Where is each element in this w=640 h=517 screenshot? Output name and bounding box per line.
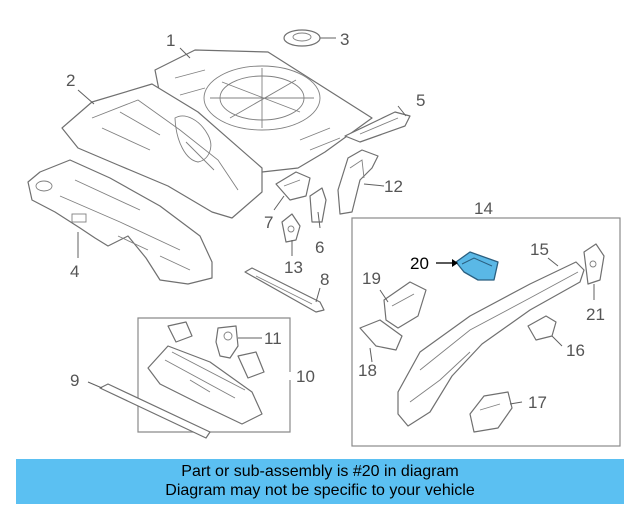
callout-19: 19 [362, 269, 381, 288]
callout-3: 3 [340, 30, 349, 49]
callout-17: 17 [528, 393, 547, 412]
callout-6: 6 [315, 238, 324, 257]
part-6-bracket [309, 187, 327, 223]
leader-lines [77, 37, 595, 405]
part-13-plate [281, 213, 301, 243]
part-15-side-member [397, 261, 585, 427]
group-10-frame [137, 317, 291, 433]
callout-18: 18 [358, 361, 377, 380]
banner-line-disclaimer: Diagram may not be specific to your vehi… [165, 482, 475, 499]
callout-4: 4 [70, 262, 79, 281]
group-14-frame [351, 217, 621, 447]
part-12-pillar [337, 149, 379, 215]
callout-5: 5 [416, 91, 425, 110]
callout-10: 10 [296, 367, 315, 386]
info-banner: Part or sub-assembly is #20 in diagram D… [16, 459, 624, 504]
callout-1: 1 [166, 31, 175, 50]
part-3-grommet [283, 29, 321, 47]
part-5-bracket [344, 111, 411, 143]
callout-20: 20 [410, 254, 429, 273]
callout-14: 14 [474, 199, 493, 218]
part-4-dash-panel [27, 159, 213, 285]
part-7-small-bracket [275, 171, 311, 201]
banner-line-part: Part or sub-assembly is #20 in diagram [181, 463, 459, 480]
part-20-highlighted [455, 251, 499, 281]
part-2-center-floor [61, 83, 263, 219]
callout-9: 9 [70, 371, 79, 390]
arrow-20 [436, 259, 458, 267]
callout-12: 12 [384, 177, 403, 196]
callout-7: 7 [264, 213, 273, 232]
callout-21: 21 [586, 305, 605, 324]
part-11-bracket [215, 325, 239, 359]
part-10-crossmember [147, 321, 265, 425]
callout-13: 13 [284, 258, 303, 277]
callout-11: 11 [264, 329, 282, 348]
part-16-bracket [527, 315, 557, 341]
part-9-strip [99, 383, 211, 439]
callout-15: 15 [530, 240, 549, 259]
part-17-bracket [469, 391, 513, 433]
part-8-rail [244, 267, 325, 313]
callout-8: 8 [320, 270, 329, 289]
part-21-bracket [583, 243, 605, 285]
part-19-panel [383, 281, 427, 329]
callout-2: 2 [66, 71, 75, 90]
part-18-bracket [359, 319, 403, 351]
callout-16: 16 [566, 341, 585, 360]
